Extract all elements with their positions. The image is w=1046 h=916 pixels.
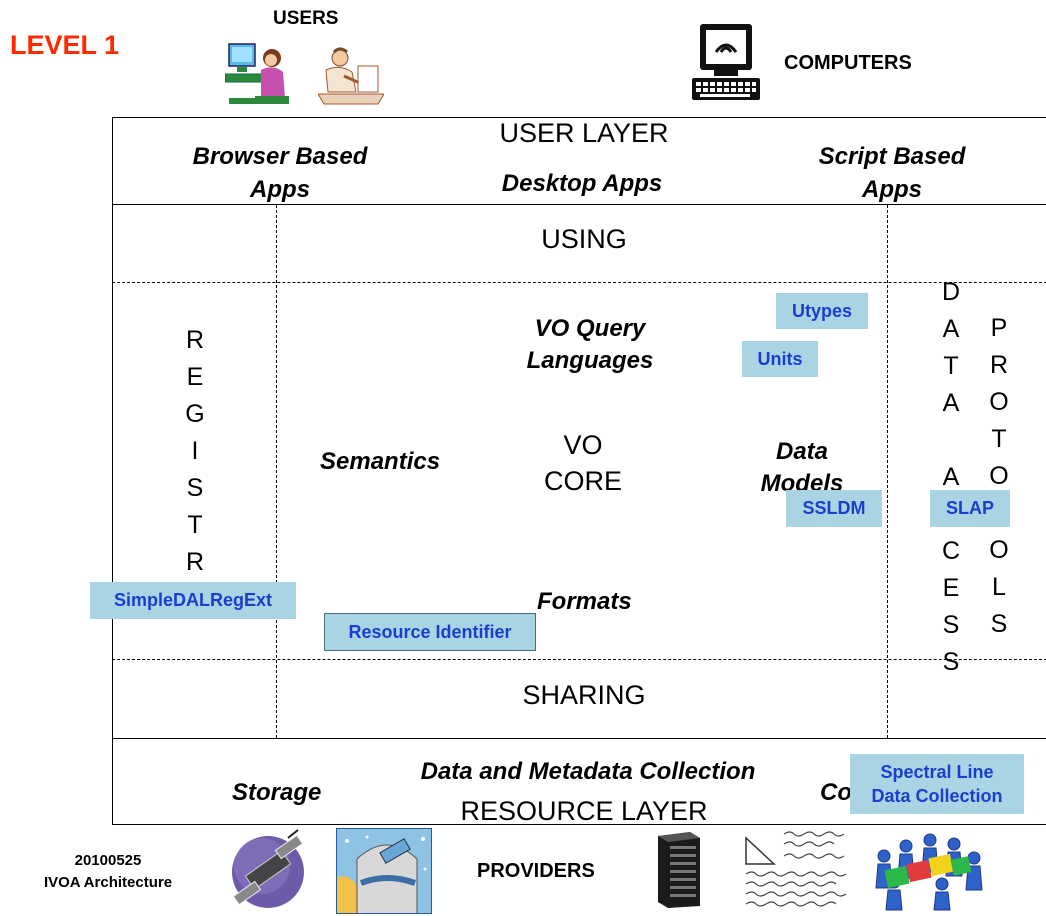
data-access-letter: E xyxy=(942,574,960,602)
compute-label-partial: Co xyxy=(820,779,852,806)
data-access-vertical-label: D A T A A C C E S S xyxy=(936,274,966,681)
vo-core-line2: CORE xyxy=(543,466,622,496)
script-apps-line2: Apps xyxy=(862,176,922,203)
storage-label: Storage xyxy=(232,779,322,806)
data-access-letter: A xyxy=(942,315,960,343)
slap-tag: SLAP xyxy=(930,490,1010,527)
semantics-label: Semantics xyxy=(320,448,441,475)
protocols-letter: R xyxy=(989,351,1009,379)
resource-identifier-tag: Resource Identifier xyxy=(324,613,536,651)
protocols-letter: O xyxy=(989,462,1009,490)
data-access-letter: S xyxy=(942,611,960,639)
spectral-line-line2: Data Collection xyxy=(871,786,1003,806)
protocols-letter: T xyxy=(991,425,1007,453)
vo-query-line2: Languages xyxy=(526,347,654,374)
data-access-letter: D xyxy=(941,278,961,306)
sharing-dashed-line xyxy=(112,659,1046,660)
computers-label: COMPUTERS xyxy=(784,52,912,74)
computer-terminal-icon xyxy=(692,24,760,100)
ssldm-tag: SSLDM xyxy=(786,490,882,527)
registry-letter: E xyxy=(186,363,204,391)
registry-letter: S xyxy=(186,474,204,502)
vo-query-line1: VO Query xyxy=(534,315,646,342)
observatory-icon xyxy=(336,828,432,914)
user-at-computer-icon xyxy=(225,43,289,104)
units-tag: Units xyxy=(742,341,818,377)
protocols-letter: S xyxy=(990,610,1008,638)
registry-letter: R xyxy=(185,548,205,576)
math-formulas-icon xyxy=(740,828,858,912)
formats-label: Formats xyxy=(537,588,632,615)
registry-letter: R xyxy=(185,326,205,354)
architecture-label: IVOA Architecture xyxy=(43,874,173,891)
sharing-label: SHARING xyxy=(522,680,646,710)
script-apps-line1: Script Based xyxy=(818,143,966,170)
satellite-icon xyxy=(232,829,304,908)
registry-letter: G xyxy=(185,400,205,428)
using-label: USING xyxy=(541,224,627,254)
server-rack-icon xyxy=(658,832,700,908)
data-access-letter: C xyxy=(941,537,961,565)
registry-letter: T xyxy=(187,511,203,539)
protocols-dashed-line xyxy=(887,205,888,738)
protocols-vertical-label: P R O T O C O L S xyxy=(984,310,1014,643)
user-layer-title: USER LAYER xyxy=(499,118,669,148)
protocols-letter: O xyxy=(989,536,1009,564)
data-access-letter: S xyxy=(942,648,960,676)
data-models-line1: Data xyxy=(775,438,829,465)
registry-vertical-label: R E G I S T R xyxy=(180,322,210,581)
protocols-letter: P xyxy=(990,314,1008,342)
date-label: 20100525 xyxy=(74,852,142,869)
teamwork-puzzle-icon xyxy=(875,833,983,911)
utypes-tag: Utypes xyxy=(776,293,868,329)
resource-layer-divider xyxy=(112,738,1046,739)
vo-core-line1: VO xyxy=(563,430,603,460)
protocols-letter: O xyxy=(989,388,1009,416)
user-at-desk-icon xyxy=(318,47,384,105)
registry-letter: I xyxy=(191,437,199,465)
data-access-letter: T xyxy=(943,352,959,380)
protocols-letter: L xyxy=(992,573,1006,601)
resource-layer-title: RESOURCE LAYER xyxy=(460,796,708,826)
simpledalregext-tag: SimpleDALRegExt xyxy=(90,582,296,619)
desktop-apps-label: Desktop Apps xyxy=(501,170,663,197)
data-access-letter: A xyxy=(942,389,960,417)
data-metadata-collection-label: Data and Metadata Collection xyxy=(420,758,756,785)
spectral-line-tag: Spectral Line Data Collection xyxy=(850,754,1024,814)
spectral-line-line1: Spectral Line xyxy=(880,762,994,782)
using-dashed-line xyxy=(112,282,1046,283)
providers-label: PROVIDERS xyxy=(477,860,595,882)
architecture-frame xyxy=(112,117,1046,825)
level-label: LEVEL 1 xyxy=(10,30,120,60)
user-layer-divider xyxy=(112,204,1046,205)
registry-dashed-line xyxy=(276,205,277,738)
users-label: USERS xyxy=(273,8,339,29)
data-access-letter: A xyxy=(942,463,960,491)
browser-apps-line2: Apps xyxy=(250,176,310,203)
browser-apps-line1: Browser Based xyxy=(192,143,368,170)
